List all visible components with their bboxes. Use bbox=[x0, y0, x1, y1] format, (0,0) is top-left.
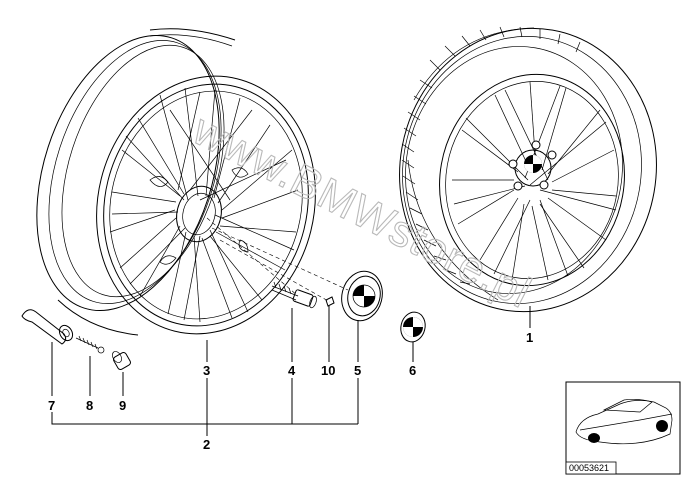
callout-7: 7 bbox=[48, 398, 55, 413]
callout-5: 5 bbox=[354, 363, 361, 378]
leader-lines bbox=[51, 306, 531, 436]
emblem-part bbox=[400, 311, 426, 343]
callout-8: 8 bbox=[86, 398, 93, 413]
wheel-tyre-illustration bbox=[399, 26, 657, 313]
callout-6: 6 bbox=[409, 363, 416, 378]
hub-cap-part bbox=[341, 270, 383, 322]
callout-4: 4 bbox=[288, 363, 296, 378]
valve-cap-part bbox=[112, 351, 131, 370]
thumbnail-id: 00053621 bbox=[569, 463, 609, 473]
car-thumbnail[interactable]: 00053621 bbox=[565, 381, 681, 475]
callout-10: 10 bbox=[321, 363, 335, 378]
callout-1: 1 bbox=[526, 330, 533, 345]
wheel-bolt-part bbox=[271, 281, 317, 309]
assembly-lines bbox=[206, 217, 349, 303]
rim-illustration bbox=[36, 28, 316, 336]
callout-3: 3 bbox=[203, 363, 210, 378]
valve-insert-part bbox=[75, 335, 105, 354]
callout-9: 9 bbox=[119, 398, 126, 413]
valve-part bbox=[21, 309, 74, 345]
clip-part bbox=[325, 296, 335, 307]
callout-2: 2 bbox=[203, 437, 210, 452]
